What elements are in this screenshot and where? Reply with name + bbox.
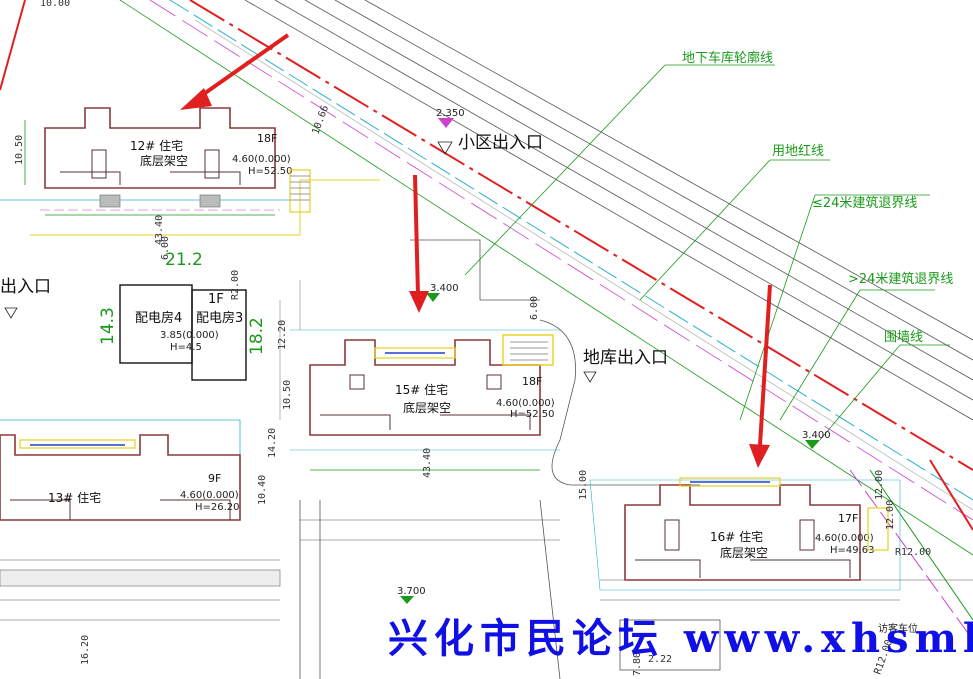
building-13-floors: 9F: [208, 472, 221, 485]
dim-d9: 14.20: [267, 428, 278, 458]
spot-level-4: 3.700: [397, 586, 426, 597]
label-entrance-main: 小区出入口: [458, 133, 543, 153]
building-15-name: 15# 住宅: [395, 382, 448, 397]
substation-4-height: H=4.5: [170, 342, 202, 353]
red-arrows: [180, 33, 772, 468]
dim-d23: 2.22: [648, 654, 672, 665]
substation-3-name: 配电房3: [196, 310, 243, 326]
spot-level-1: 2.350: [436, 108, 465, 119]
dim-d14: 10.66: [310, 104, 331, 136]
dim-d21: 12.00: [874, 470, 885, 500]
building-12-sub: 底层架空: [140, 153, 188, 168]
building-12: 12# 住宅 底层架空 18F 4.60(0.000) H=52.50: [44, 107, 293, 208]
building-13: 13# 住宅 9F 4.60(0.000) H=26.20: [0, 434, 241, 521]
dim-d3: 6.00: [160, 236, 171, 260]
label-entrance-left: 出入口: [0, 277, 51, 297]
dim-d10: 43.40: [422, 448, 433, 478]
substation-3: 1F 配电房3: [191, 289, 247, 381]
building-13-name: 13# 住宅: [48, 490, 101, 505]
dim-d12: 6.00: [529, 296, 540, 320]
dim-d7: 12.20: [277, 320, 288, 350]
building-15-elev: 4.60(0.000): [496, 398, 555, 409]
dim-d22: 7.80: [632, 652, 643, 676]
label-garage-entrance: 地库出入口: [583, 348, 668, 368]
dim-d1: 10.50: [14, 135, 25, 165]
spot-level-2: 3.400: [430, 283, 459, 294]
dim-d18: 16.20: [80, 635, 91, 665]
spot-level-3: 3.400: [802, 430, 831, 441]
building-16-sub: 底层架空: [720, 545, 768, 560]
annotations: 小区出入口 出入口 地库出入口 地下车库轮廓线 用地红线 ≤24米建筑退界线 >…: [0, 50, 953, 635]
site-outlines: [0, 179, 973, 679]
building-13-elev: 4.60(0.000): [180, 490, 239, 501]
dim-d5: 14.3: [98, 307, 118, 345]
label-underground-outline: 地下车库轮廓线: [682, 50, 773, 66]
dim-d4: 21.2: [165, 250, 203, 270]
dim-d6: 18.2: [247, 317, 267, 355]
dim-d15: 12.00: [885, 500, 896, 530]
building-15: 15# 住宅 底层架空 18F 4.60(0.000) H=52.50: [309, 339, 555, 436]
label-setback-gt24: >24米建筑退界线: [848, 271, 953, 287]
building-12-floors: 18F: [257, 132, 277, 145]
building-15-height: H=52.50: [510, 409, 555, 420]
spot-levels: 2.350 3.400 3.400 3.700: [4, 108, 831, 604]
building-13-height: H=26.20: [195, 502, 240, 513]
dim-d16: R12.00: [895, 547, 931, 558]
building-16-height: H=49.63: [830, 545, 875, 556]
substation-4-elev: 3.85(0.000): [160, 330, 219, 341]
substation-3-floors: 1F: [208, 292, 224, 307]
stair-12: [289, 169, 311, 213]
dim-d19: R2.00: [230, 270, 241, 300]
dim-d2: 43.40: [154, 215, 165, 245]
label-parking: 访客车位: [878, 622, 918, 635]
label-setback-le24: ≤24米建筑退界线: [812, 195, 917, 211]
garage-ramp: [502, 334, 554, 366]
green-lines: [464, 64, 950, 441]
building-12-name: 12# 住宅: [130, 138, 183, 153]
label-fence-line: 围墙线: [884, 330, 923, 345]
dim-d8: 10.50: [282, 380, 293, 410]
building-16: 16# 住宅 底层架空 17F 4.60(0.000) H=49.63: [624, 477, 889, 581]
watermark: 兴化市民论坛 www.xhsmlt.com: [388, 615, 973, 662]
building-15-floors: 18F: [522, 375, 542, 388]
substation-4-name: 配电房4: [135, 310, 182, 326]
building-16-floors: 17F: [838, 512, 858, 525]
building-16-name: 16# 住宅: [710, 529, 763, 544]
building-12-height: H=52.50: [248, 166, 293, 177]
dim-d20: 10.00: [40, 0, 70, 9]
label-red-line: 用地红线: [772, 143, 824, 159]
building-12-elev: 4.60(0.000): [232, 154, 291, 165]
building-15-sub: 底层架空: [403, 400, 451, 415]
building-16-elev: 4.60(0.000): [815, 533, 874, 544]
dim-d13: 15.00: [578, 470, 589, 500]
dim-d11: 10.40: [257, 475, 268, 505]
